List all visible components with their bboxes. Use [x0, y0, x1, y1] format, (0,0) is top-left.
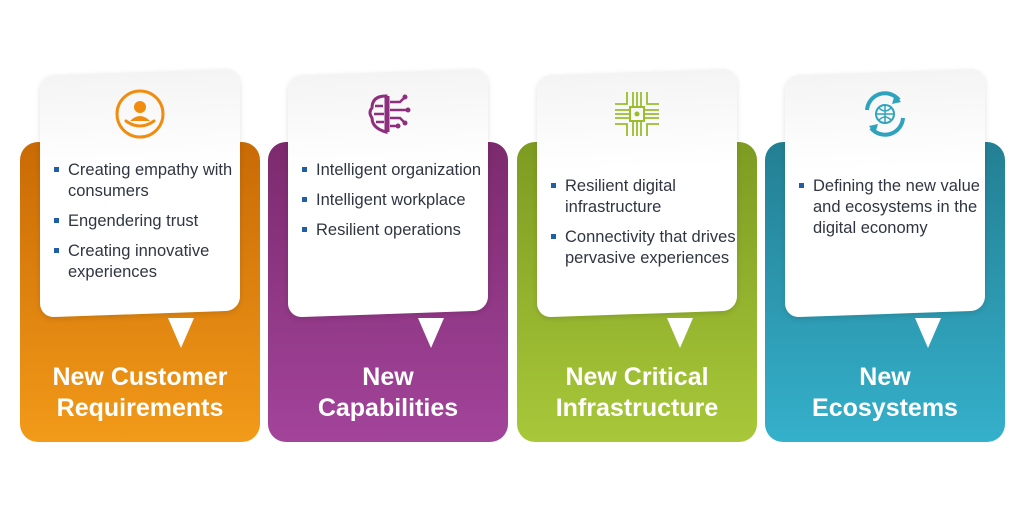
- column-ecosystems: New Ecosystems Defining the new value an…: [765, 0, 1005, 512]
- column-title-line-1: New Critical: [565, 363, 709, 391]
- bullet-item: Intelligent organization: [302, 160, 500, 181]
- card-pointer: [418, 318, 444, 348]
- bullet-list: Intelligent organization Intelligent wor…: [302, 160, 500, 250]
- column-title: New Ecosystems: [765, 362, 1005, 424]
- person-care-icon: [114, 88, 166, 140]
- column-title-line-2: Requirements: [56, 394, 224, 422]
- column-title-line-2: Ecosystems: [812, 394, 958, 422]
- column-critical-infrastructure: New Critical Infrastructure Resilient di…: [517, 0, 757, 512]
- card-pointer: [168, 318, 194, 348]
- globe-refresh-icon: [859, 88, 911, 140]
- column-title-line-1: New: [362, 363, 414, 391]
- bullet-item: Creating empathy with consumers: [54, 160, 252, 202]
- card-pointer: [667, 318, 693, 348]
- bullet-item: Defining the new value and ecosystems in…: [799, 176, 997, 239]
- column-title-line-2: Infrastructure: [555, 394, 719, 422]
- bullet-list: Creating empathy with consumers Engender…: [54, 160, 252, 292]
- bullet-item: Resilient operations: [302, 220, 500, 241]
- bullet-item: Creating innovative experiences: [54, 241, 252, 283]
- column-title: New Critical Infrastructure: [517, 362, 757, 424]
- bullet-item: Resilient digital infrastructure: [551, 176, 749, 218]
- column-title-line-1: New: [859, 363, 911, 391]
- bullet-item: Intelligent workplace: [302, 190, 500, 211]
- column-customer-requirements: New Customer Requirements Creating empat…: [20, 0, 260, 512]
- column-title-line-1: New Customer: [52, 363, 228, 391]
- card-pointer: [915, 318, 941, 348]
- column-title-line-2: Capabilities: [317, 394, 459, 422]
- brain-circuit-icon: [362, 88, 414, 140]
- bullet-list: Defining the new value and ecosystems in…: [799, 176, 997, 248]
- column-title: New Customer Requirements: [20, 362, 260, 424]
- bullet-item: Connectivity that drives pervasive exper…: [551, 227, 749, 269]
- bullet-list: Resilient digital infrastructure Connect…: [551, 176, 749, 278]
- bullet-item: Engendering trust: [54, 211, 252, 232]
- chip-circuit-icon: [611, 88, 663, 140]
- column-title: New Capabilities: [268, 362, 508, 424]
- column-capabilities: New Capabilities Intelligent organizatio…: [268, 0, 508, 512]
